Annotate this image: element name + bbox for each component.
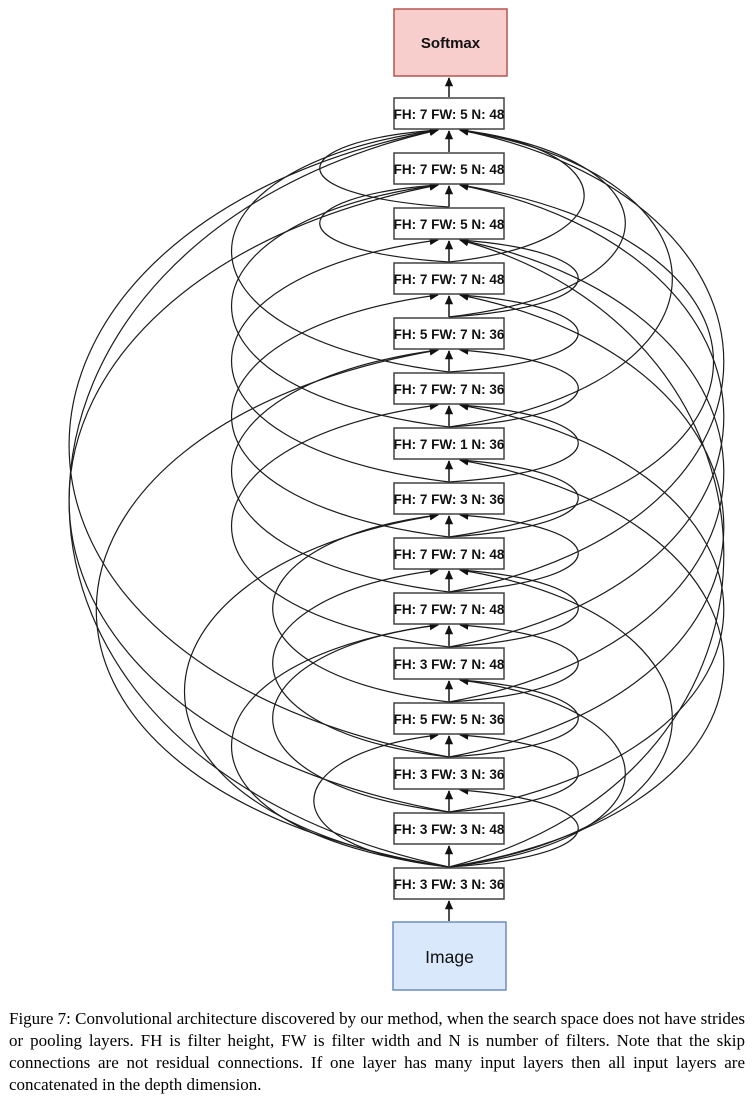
skip-connection	[319, 126, 450, 208]
conv-layer-label: FH: 5 FW: 7 N: 36	[394, 327, 505, 342]
skip-connection	[448, 676, 626, 868]
conv-layer-label: FH: 5 FW: 5 N: 36	[394, 712, 505, 727]
conv-layer-node	[393, 537, 505, 570]
skip-connection	[448, 291, 579, 373]
skip-connection	[448, 402, 725, 813]
conv-layer-node	[393, 647, 505, 680]
conv-layer-node	[393, 262, 505, 295]
edges-layer	[68, 77, 725, 921]
conv-layer-node	[393, 702, 505, 735]
skip-connection	[448, 237, 725, 703]
conv-layer-node	[393, 812, 505, 845]
skip-connection	[230, 237, 450, 483]
skip-connection	[272, 566, 450, 758]
skip-connection	[230, 347, 450, 593]
skip-connection	[448, 126, 626, 318]
skip-connection	[230, 622, 450, 868]
skip-connection	[448, 292, 725, 758]
conv-layer-node	[393, 482, 505, 515]
skip-connection	[448, 238, 725, 868]
conv-layer-node	[393, 757, 505, 790]
skip-connection	[448, 511, 579, 593]
skip-connection	[448, 456, 579, 538]
conv-layer-node	[393, 427, 505, 460]
skip-connection	[448, 127, 673, 428]
skip-connection	[448, 346, 579, 428]
conv-layer-label: FH: 7 FW: 5 N: 48	[394, 107, 505, 122]
figure-caption: Figure 7: Convolutional architecture dis…	[9, 1009, 745, 1095]
skip-connection	[230, 127, 450, 373]
skip-connection	[230, 402, 450, 648]
skip-connection	[95, 347, 450, 868]
softmax-label: Softmax	[421, 35, 481, 52]
conv-layer-label: FH: 7 FW: 7 N: 36	[394, 382, 505, 397]
skip-connection	[68, 127, 450, 758]
conv-layer-node	[393, 207, 505, 240]
conv-layer-label: FH: 7 FW: 7 N: 48	[394, 547, 505, 562]
skip-connection	[448, 182, 714, 538]
skip-connection	[230, 292, 450, 538]
skip-connection	[230, 182, 450, 428]
skip-connection	[272, 511, 450, 703]
skip-connection	[68, 182, 450, 813]
conv-layer-label: FH: 7 FW: 5 N: 48	[394, 162, 505, 177]
conv-layer-label: FH: 3 FW: 3 N: 36	[394, 767, 505, 782]
skip-connection	[448, 182, 725, 648]
conv-layer-node	[393, 317, 505, 350]
conv-layer-label: FH: 3 FW: 7 N: 48	[394, 657, 505, 672]
conv-layer-label: FH: 7 FW: 1 N: 36	[394, 437, 505, 452]
conv-layer-label: FH: 7 FW: 3 N: 36	[394, 492, 505, 507]
conv-layer-node	[393, 152, 505, 185]
softmax-node	[393, 8, 508, 77]
skip-connection	[448, 786, 579, 868]
image-node	[392, 921, 507, 991]
skip-connection	[272, 621, 450, 813]
conv-layer-node	[393, 97, 505, 130]
skip-connection	[68, 127, 450, 868]
conv-layer-node	[393, 592, 505, 625]
conv-layer-node	[393, 372, 505, 405]
conv-layer-label: FH: 7 FW: 5 N: 48	[394, 217, 505, 232]
image-label: Image	[425, 947, 474, 967]
conv-layer-label: FH: 3 FW: 3 N: 48	[394, 822, 505, 837]
skip-connection	[448, 236, 579, 318]
skip-connection	[319, 181, 450, 263]
skip-connection	[448, 401, 579, 483]
skip-connection	[184, 512, 450, 868]
conv-layer-label: FH: 7 FW: 7 N: 48	[394, 272, 505, 287]
skip-connection	[448, 127, 725, 593]
conv-layer-label: FH: 7 FW: 7 N: 48	[394, 602, 505, 617]
conv-layer-node	[393, 867, 505, 900]
conv-layer-label: FH: 3 FW: 3 N: 36	[394, 877, 505, 892]
skip-connection	[448, 126, 585, 263]
